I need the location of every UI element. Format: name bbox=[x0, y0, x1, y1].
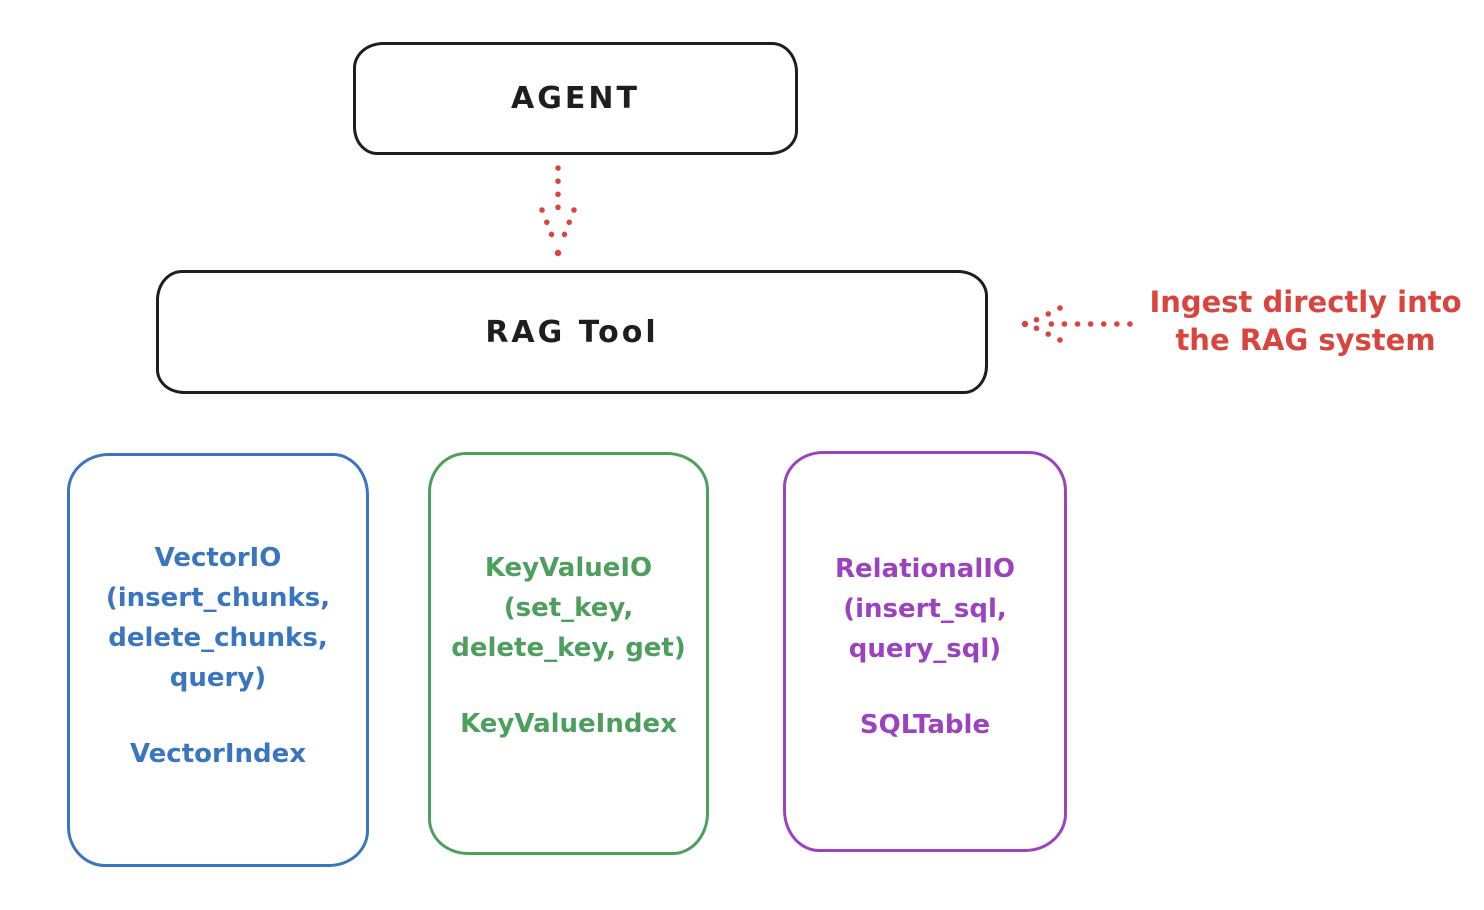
vector-index-label: VectorIndex bbox=[129, 739, 307, 769]
keyvalue-index-label: KeyValueIndex bbox=[460, 709, 677, 739]
keyvalue-io-title: KeyValueIO bbox=[484, 553, 653, 583]
relational-io-title: RelationalIO bbox=[834, 554, 1016, 584]
sql-table-label: SQLTable bbox=[859, 710, 991, 740]
ingest-arrow-icon bbox=[1021, 305, 1133, 343]
relational-io-box: RelationalIO (insert_sql, query_sql) SQL… bbox=[783, 451, 1067, 852]
ingest-annotation-line2: the RAG system bbox=[1175, 323, 1436, 357]
vector-io-methods-line: (insert_chunks, bbox=[105, 583, 331, 613]
keyvalue-io-methods-line: (set_key, bbox=[503, 593, 634, 623]
ingest-annotation: Ingest directly into the RAG system bbox=[1138, 283, 1473, 359]
vector-io-methods-line: delete_chunks, bbox=[108, 623, 328, 653]
keyvalue-io-methods-line: delete_key, get) bbox=[451, 633, 686, 663]
rag-tool-box: RAG Tool bbox=[156, 270, 988, 394]
agent-label: AGENT bbox=[511, 81, 640, 116]
vector-io-title: VectorIO bbox=[154, 543, 282, 573]
agent-box: AGENT bbox=[353, 42, 798, 155]
ingest-annotation-line1: Ingest directly into bbox=[1149, 285, 1462, 319]
rag-tool-label: RAG Tool bbox=[485, 314, 659, 350]
keyvalue-io-box: KeyValueIO (set_key, delete_key, get) Ke… bbox=[428, 452, 709, 855]
vector-io-methods-line: query) bbox=[169, 663, 267, 693]
relational-io-methods-line: query_sql) bbox=[848, 634, 1002, 664]
agent-to-rag-arrow-icon bbox=[539, 165, 577, 257]
vector-io-box: VectorIO (insert_chunks, delete_chunks, … bbox=[67, 453, 369, 867]
relational-io-methods-line: (insert_sql, bbox=[843, 594, 1007, 624]
